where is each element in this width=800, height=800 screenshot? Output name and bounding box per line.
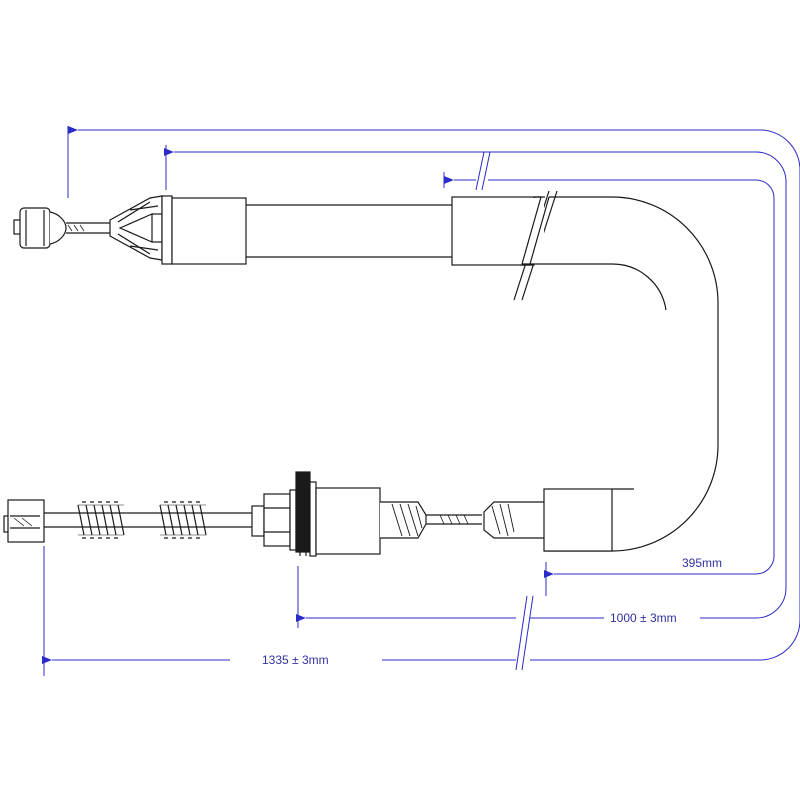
bottom-conduit-sleeve xyxy=(543,488,613,552)
dimension-lines xyxy=(42,126,800,676)
top-ferrule xyxy=(13,207,67,249)
top-conduit xyxy=(246,190,612,301)
bottom-spring-2 xyxy=(159,501,207,539)
bottom-inner-wire xyxy=(426,514,482,525)
dimension-line-short xyxy=(443,172,775,596)
dimension-label-1335: 1335 ± 3mm xyxy=(262,653,329,667)
bottom-threaded-rod xyxy=(44,512,252,528)
bottom-spring-1 xyxy=(77,501,125,539)
bottom-rubber-washer xyxy=(295,471,317,557)
dimension-labels: 395mm 1000 ± 3mm 1335 ± 3mm xyxy=(262,556,722,667)
dimension-label-1000: 1000 ± 3mm xyxy=(610,611,677,625)
bottom-cable-end xyxy=(3,471,613,557)
bottom-adjuster-nut xyxy=(251,489,297,551)
top-cable-end xyxy=(13,190,612,301)
top-sleeve xyxy=(171,197,247,265)
dimension-line-mid xyxy=(164,145,787,628)
bottom-sleeve xyxy=(315,487,381,555)
bottom-boot-right xyxy=(483,501,544,539)
dimension-break-marks xyxy=(475,151,534,671)
bottom-boot-left xyxy=(380,501,427,539)
dimension-label-395: 395mm xyxy=(682,556,722,570)
bottom-end-fitting xyxy=(3,499,45,543)
top-mounting-clip xyxy=(109,195,173,265)
dimension-line-total xyxy=(42,126,800,676)
